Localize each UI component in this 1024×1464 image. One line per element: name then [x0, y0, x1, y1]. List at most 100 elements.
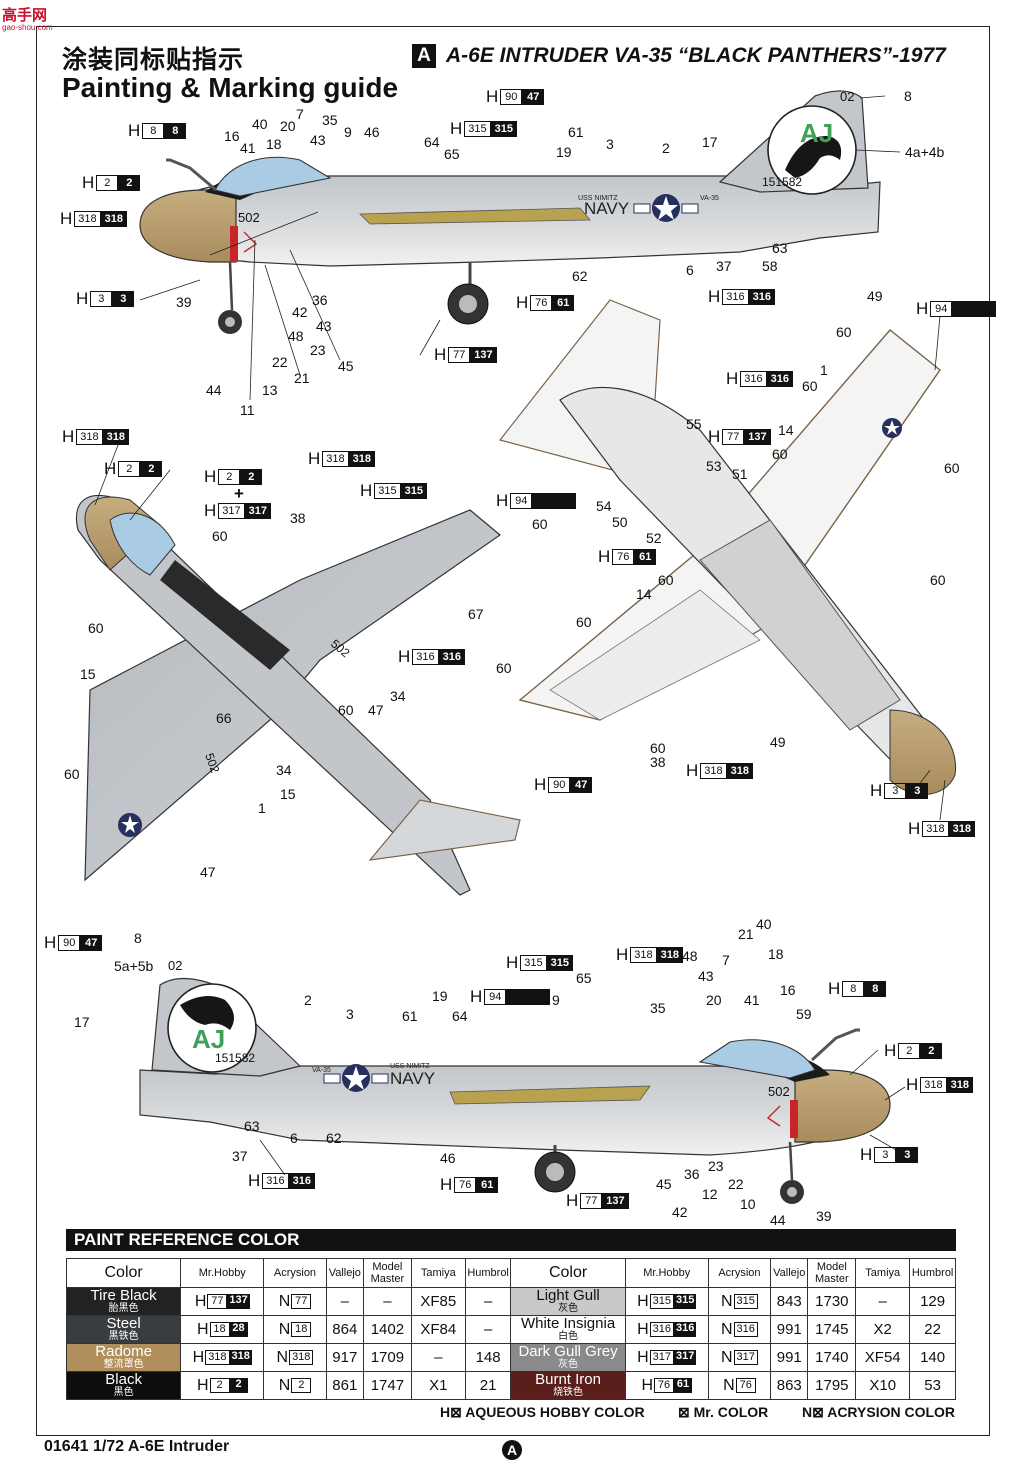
callout: 42: [292, 304, 308, 320]
callout: 22: [728, 1176, 744, 1192]
callout: 54: [596, 498, 612, 514]
callout: 20: [280, 118, 296, 134]
color-name: Steel: [106, 1314, 141, 1332]
tamiya-code: XF54: [855, 1343, 911, 1372]
callout: 12: [702, 1186, 718, 1202]
color-name-cn: 白色: [558, 1330, 579, 1342]
callout: 63: [244, 1118, 260, 1134]
callout: 14: [636, 586, 652, 602]
legend-mr-color: ⊠ Mr. COLOR: [678, 1404, 769, 1420]
color-name-cn: 胎黑色: [108, 1302, 139, 1314]
svg-text:502: 502: [202, 751, 222, 775]
callout: 60: [650, 740, 666, 756]
humbrol-code: 22: [909, 1315, 956, 1344]
callout: 55: [686, 416, 702, 432]
top-view: 502 502: [75, 494, 521, 896]
svg-text:AJ: AJ: [800, 118, 833, 148]
humbrol-code: –: [464, 1315, 512, 1344]
callout: 2: [662, 140, 670, 156]
callout: 8: [134, 930, 142, 946]
vallejo-code: 861: [325, 1371, 365, 1400]
humbrol-code: 129: [909, 1287, 956, 1316]
callout: 3: [606, 136, 614, 152]
callout: 46: [440, 1150, 456, 1166]
callout: 44: [206, 382, 222, 398]
callout: 42: [672, 1204, 688, 1220]
callout: 49: [867, 288, 883, 304]
callout: 52: [646, 530, 662, 546]
vallejo-code: 864: [325, 1315, 365, 1344]
callout: 38: [650, 754, 666, 770]
callout: 60: [802, 378, 818, 394]
vallejo-code: 991: [770, 1315, 809, 1344]
tamiya-code: –: [855, 1287, 911, 1316]
callout: 10: [740, 1196, 756, 1212]
callout: 62: [326, 1130, 342, 1146]
callout: 13: [262, 382, 278, 398]
callout: 11: [240, 402, 255, 418]
callout: 37: [716, 258, 732, 274]
callout: 43: [310, 132, 326, 148]
callout: 21: [738, 926, 754, 942]
callout: 43: [316, 318, 332, 334]
scheme-title: A-6E INTRUDER VA-35 “BLACK PANTHERS”-197…: [446, 44, 946, 67]
callout: 23: [310, 342, 326, 358]
svg-text:USS NIMITZ: USS NIMITZ: [578, 195, 618, 202]
color-name: White Insignia: [520, 1314, 616, 1332]
mm-code: –: [363, 1287, 412, 1316]
callout: 45: [656, 1176, 672, 1192]
leader-lines: [94, 95, 946, 1176]
callout: 18: [768, 946, 784, 962]
side-view-right: AJ 151582 02 502 NAVY USS NIMITZ VA-35: [139, 958, 891, 1204]
callout: 4a+4b: [905, 144, 945, 160]
callout: 60: [88, 620, 104, 636]
vallejo-code: 843: [770, 1287, 809, 1316]
callout: 34: [390, 688, 406, 704]
callout: 60: [836, 324, 852, 340]
plus-sign: +: [234, 484, 244, 503]
callout: 36: [684, 1166, 700, 1182]
callout: 60: [64, 766, 80, 782]
callout: 60: [338, 702, 354, 718]
callout: 43: [698, 968, 714, 984]
callout: 61: [568, 124, 584, 140]
svg-text:151582: 151582: [762, 175, 802, 189]
svg-text:02: 02: [168, 958, 182, 973]
callout: 1: [258, 800, 266, 816]
svg-text:AJ: AJ: [192, 1024, 225, 1054]
tamiya-code: X2: [855, 1315, 911, 1344]
page-letter-mark: A: [502, 1440, 522, 1460]
page-title-cn: 涂装同标贴指示: [62, 45, 245, 74]
callout: 15: [280, 786, 296, 802]
svg-text:151582: 151582: [215, 1051, 255, 1065]
callout: 60: [532, 516, 548, 532]
humbrol-code: 140: [909, 1343, 956, 1372]
callout: 50: [612, 514, 628, 530]
callout: 35: [322, 112, 338, 128]
callout: 7: [722, 952, 730, 968]
